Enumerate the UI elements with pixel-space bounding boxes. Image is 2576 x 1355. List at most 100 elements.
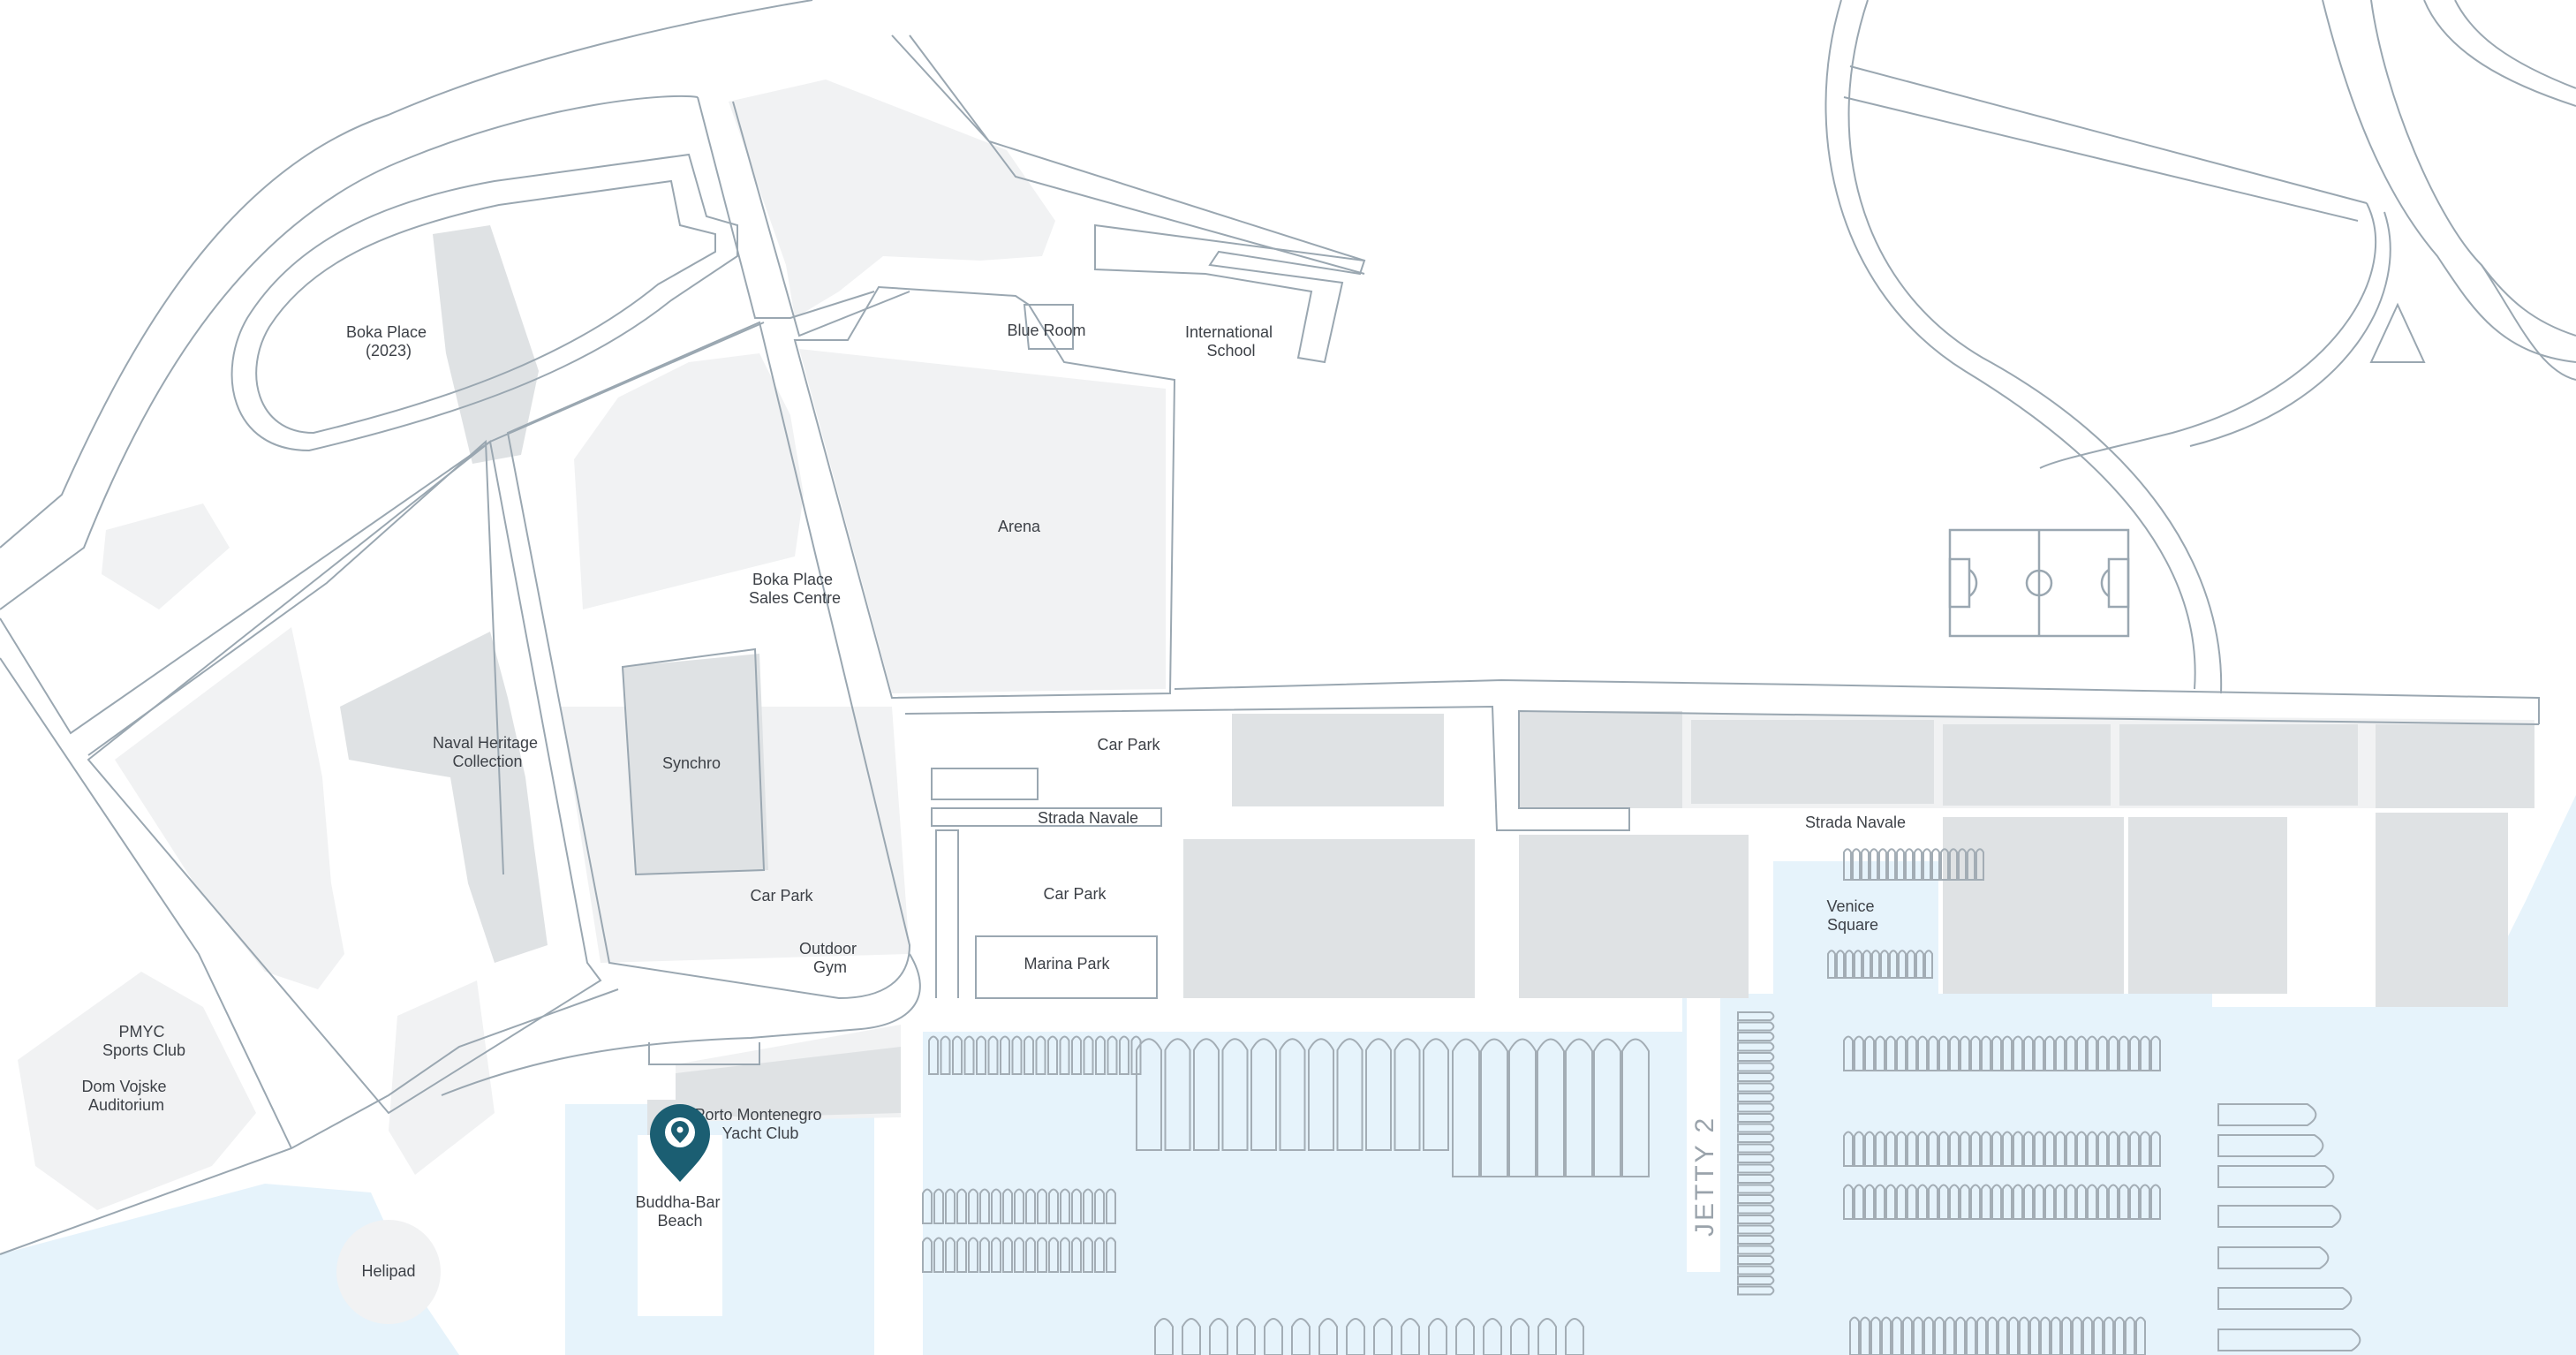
boat-icon	[1537, 1318, 1557, 1355]
road-ne-loop-east-2[interactable]	[2189, 211, 2391, 447]
boat-icon	[1094, 1188, 1105, 1224]
road-east-main-north[interactable]	[1174, 678, 2540, 724]
building-layer	[340, 225, 2534, 1312]
label-venice-square[interactable]: Venice Square	[1826, 897, 1878, 934]
road-ne-loop-west[interactable]	[1824, 0, 2196, 690]
boat-icon	[979, 1188, 990, 1224]
boat-icon	[1737, 1032, 1775, 1041]
boat-icon	[1915, 950, 1924, 979]
boat-icon	[2066, 1035, 2076, 1071]
boat-icon	[2034, 1131, 2044, 1167]
road-yacht-club-access[interactable]	[648, 1042, 760, 1065]
boat-icon	[2076, 1035, 2087, 1071]
boat-icon	[1737, 1113, 1775, 1123]
road-arena-outline[interactable]	[793, 285, 1176, 700]
boat-icon	[1737, 1093, 1775, 1102]
boat-icon	[2140, 1184, 2150, 1220]
road-ne-triangle[interactable]	[2369, 302, 2426, 363]
road-strada-south-edge[interactable]	[935, 829, 959, 998]
label-jetty-2[interactable]: JETTY 2	[1690, 1116, 1719, 1237]
road-ne-east-1[interactable]	[2322, 0, 2576, 363]
map-pin-icon[interactable]	[650, 1104, 710, 1182]
boat-icon	[1508, 1038, 1537, 1177]
label-car-park-center[interactable]: Car Park	[1043, 885, 1107, 903]
label-porto-montenegro-yacht-club[interactable]: Porto Montenegro Yacht Club	[694, 1106, 826, 1142]
road-intl-school[interactable]	[1094, 223, 1366, 364]
label-international-school[interactable]: International School	[1185, 323, 1277, 360]
road-north-east-2[interactable]	[909, 34, 1365, 275]
road-arterial-inner[interactable]	[0, 95, 699, 610]
boat-icon	[1902, 1316, 1913, 1355]
label-boka-place-sales-centre[interactable]: Boka Place Sales Centre	[749, 571, 841, 607]
block-boka-sales	[574, 353, 804, 609]
label-naval-heritage-collection[interactable]: Naval Heritage Collection	[433, 734, 542, 770]
road-east-main-south[interactable]	[904, 705, 2540, 831]
road-diagonal-1[interactable]	[697, 96, 875, 319]
label-arena[interactable]: Arena	[998, 518, 1041, 535]
road-west-spine-2[interactable]	[0, 988, 619, 1255]
road-ne-east-4[interactable]	[2423, 0, 2576, 107]
road-ne-south[interactable]	[2481, 264, 2576, 381]
road-boka-loop-inner[interactable]	[255, 179, 716, 435]
label-boka-place[interactable]: Boka Place (2023)	[346, 323, 431, 360]
road-marina-park[interactable]	[975, 935, 1158, 999]
road-synchro-inner[interactable]	[621, 647, 766, 876]
boat-icon	[1221, 1038, 1249, 1151]
boat-icon	[2217, 1329, 2361, 1351]
boat-icon	[968, 1237, 978, 1273]
boat-icon	[1071, 1188, 1082, 1224]
label-synchro[interactable]: Synchro	[662, 754, 721, 772]
road-ne-loop-east[interactable]	[2039, 202, 2376, 469]
label-strada-navale-east[interactable]: Strada Navale	[1805, 814, 1906, 831]
boat-icon	[2051, 1316, 2061, 1355]
boat-icon	[1843, 848, 1852, 881]
road-ne-cross-1[interactable]	[1849, 65, 2368, 204]
road-synchro-west[interactable]	[506, 321, 911, 1000]
label-dom-vojske-auditorium[interactable]: Dom Vojske Auditorium	[81, 1078, 170, 1114]
label-helipad[interactable]: Helipad	[361, 1262, 415, 1280]
boat-icon	[1949, 1131, 1960, 1167]
boat-icon	[1987, 1316, 1998, 1355]
road-boka-loop[interactable]	[230, 153, 738, 452]
road-ne-cross-2[interactable]	[1843, 96, 2359, 222]
road-strada-west-band[interactable]	[931, 807, 1162, 827]
label-car-park-west[interactable]: Car Park	[750, 887, 813, 905]
road-naval-outline[interactable]	[87, 440, 602, 1115]
label-outdoor-gym[interactable]: Outdoor Gym	[799, 940, 861, 976]
boat-icon	[2040, 1316, 2051, 1355]
road-west-spine[interactable]	[0, 657, 292, 1149]
road-ne-loop-west-2[interactable]	[1847, 0, 2223, 694]
boat-icon	[1836, 950, 1845, 979]
boat-icon	[1048, 1188, 1059, 1224]
label-car-park-north[interactable]: Car Park	[1097, 736, 1160, 753]
boat-icon	[1998, 1316, 2008, 1355]
helipad-pad[interactable]	[336, 1220, 441, 1324]
boat-icon	[991, 1237, 1001, 1273]
road-avenue-south[interactable]	[87, 439, 504, 875]
boat-icon	[1014, 1188, 1024, 1224]
road-diagonal-2[interactable]	[732, 101, 910, 337]
label-blue-room[interactable]: Blue Room	[1007, 322, 1085, 339]
road-car-park-north-rect[interactable]	[931, 768, 1039, 800]
road-arterial-outer[interactable]	[0, 0, 813, 549]
boat-icon	[1094, 1237, 1105, 1273]
road-ne-east-2[interactable]	[2370, 0, 2576, 337]
boat-icon	[1279, 1038, 1306, 1151]
road-avenue-north[interactable]	[0, 322, 765, 735]
label-strada-navale-west[interactable]: Strada Navale	[1038, 809, 1138, 827]
road-outdoor-gym-curve[interactable]	[441, 953, 921, 1096]
road-blue-room[interactable]	[1023, 304, 1074, 350]
boat-icon	[2023, 1184, 2034, 1220]
road-ne-east-3[interactable]	[2454, 0, 2576, 89]
block-north-hill	[729, 79, 1055, 318]
boat-icon	[2125, 1316, 2135, 1355]
boat-icon	[1737, 1265, 1775, 1276]
label-pmyc-sports-club[interactable]: PMYC Sports Club	[102, 1023, 185, 1059]
label-marina-park[interactable]: Marina Park	[1024, 955, 1110, 973]
boat-icon	[1480, 1038, 1508, 1177]
label-buddha-bar-beach[interactable]: Buddha-Bar Beach	[635, 1193, 724, 1230]
boat-icon	[1913, 1316, 1923, 1355]
boat-icon	[1537, 1038, 1565, 1177]
